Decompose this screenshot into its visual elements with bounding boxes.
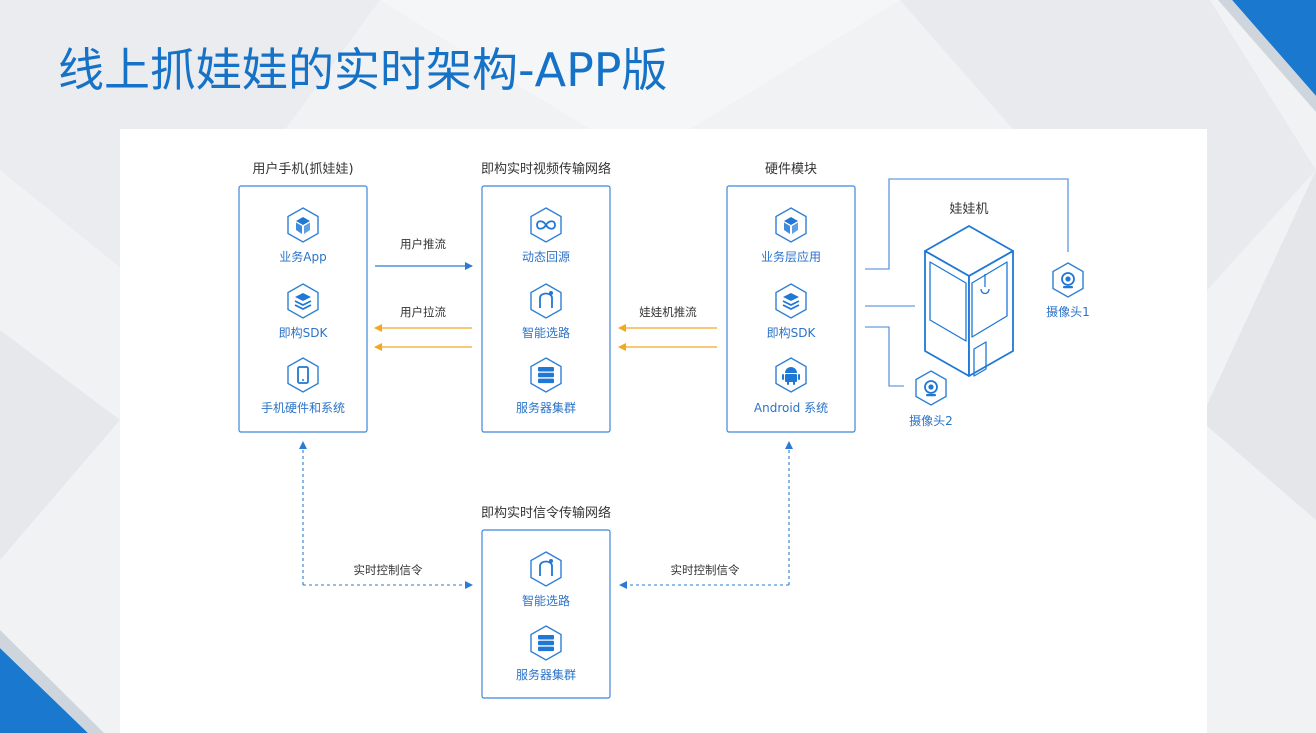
user-pull-label: 用户拉流 [400,305,446,319]
server-icon [530,357,562,393]
camera2-label: 摄像头2 [909,413,953,428]
phone-icon [287,357,319,393]
hardware-sdk-label: 即构SDK [767,325,817,340]
camera-icon [915,370,947,406]
cube-icon [287,207,319,243]
camera2-wire [865,326,904,387]
layers-icon [775,283,807,319]
infinity-loop-icon [530,207,562,243]
slide-title: 线上抓娃娃的实时架构-APP版 [58,43,668,97]
route-icon [530,283,562,319]
camera1-wire [865,178,1069,270]
signal-right-label: 实时控制信令 [671,563,740,577]
signal-routing-label: 智能选路 [522,593,570,608]
user-push-label: 用户推流 [400,237,446,251]
user-phone-label: 用户手机(抓娃娃) [252,161,353,177]
cube-icon [775,207,807,243]
layers-icon [287,283,319,319]
hardware-module-label: 硬件模块 [765,162,817,177]
user-app-label: 业务App [279,249,326,264]
user-sdk-label: 即构SDK [279,325,329,340]
dynamic-origin-label: 动态回源 [522,250,570,264]
route-icon [530,551,562,587]
server-cluster-label: 服务器集群 [516,400,576,415]
camera1-label: 摄像头1 [1046,304,1090,319]
architecture-diagram: 用户手机(抓娃娃) 即构实时视频传输网络 硬件模块 即构实时信令传输网络 业务A… [238,161,1090,699]
machine-push-label: 娃娃机推流 [639,305,697,319]
android-system-label: Android 系统 [754,401,828,415]
camera-icon [1052,262,1084,298]
claw-machine-icon [924,225,1014,377]
diagram-panel: 用户手机(抓娃娃) 即构实时视频传输网络 硬件模块 即构实时信令传输网络 业务A… [120,129,1207,733]
signal-cluster-label: 服务器集群 [516,667,576,682]
signal-network-label: 即构实时信令传输网络 [481,505,611,521]
smart-routing-label: 智能选路 [522,325,570,340]
server-icon [530,625,562,661]
video-network-label: 即构实时视频传输网络 [481,161,611,177]
signal-network-box [481,529,611,699]
user-hardware-label: 手机硬件和系统 [261,401,345,415]
business-layer-label: 业务层应用 [761,249,821,264]
android-icon [775,357,807,393]
claw-machine-label: 娃娃机 [949,202,988,217]
signal-left-label: 实时控制信令 [354,563,423,577]
